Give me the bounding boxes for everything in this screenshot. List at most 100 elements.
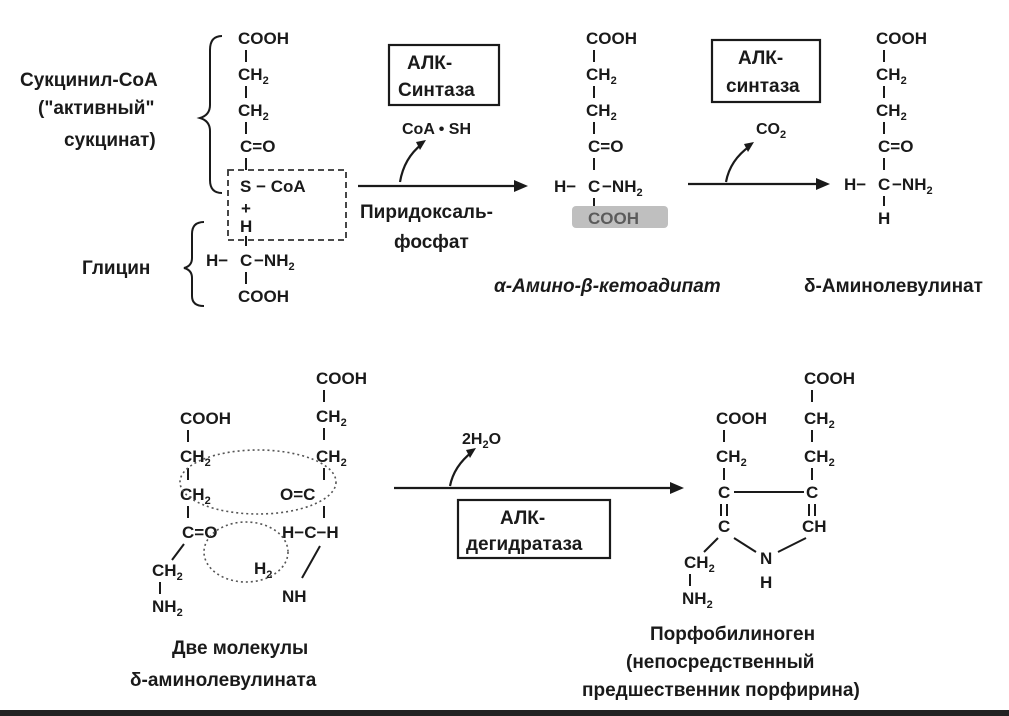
h-text: H2	[254, 559, 272, 581]
cooh-text: COOH	[804, 369, 855, 388]
ch2-text: CH2	[152, 561, 183, 583]
arrowhead	[744, 142, 754, 152]
product-name-line3: предшественник порфирина)	[582, 680, 860, 701]
hcn-text: H−	[206, 251, 228, 270]
aminolevulinate: COOH CH2 CH2 C=O H− C −NH2 H δ-Аминолеву…	[804, 29, 983, 297]
alpha-carbon: C	[240, 251, 252, 270]
enzyme-name-line1: АЛК-	[500, 508, 545, 529]
h-text: H−	[554, 177, 576, 196]
product-name-line2: (непосредственный	[626, 652, 814, 673]
intermediate-name: α-Амино-β-кетоадипат	[494, 276, 721, 297]
ch2-text: CH2	[876, 65, 907, 87]
porphobilinogen: COOH COOH CH2 CH2 CH2 C C C CH N H CH2 N…	[582, 369, 860, 701]
enzyme-box	[456, 498, 612, 560]
ring-carbon: C	[718, 517, 730, 536]
ch2-text: CH2	[316, 407, 347, 429]
s-coa-text: S − CoA	[240, 177, 306, 196]
succinyl-coa-label: Сукцинил-CoA	[20, 70, 158, 91]
ch2-text: CH2	[684, 553, 715, 575]
h-text: H−	[844, 175, 866, 194]
ring-bond	[777, 537, 807, 553]
ring-carbon: C	[718, 483, 730, 502]
product-name: δ-Аминолевулинат	[804, 276, 983, 297]
cooh-text: COOH	[716, 409, 767, 428]
two-ala-molecules: COOH CH2 CH2 C=O CH2 NH2 COOH CH2 CH2 O=…	[130, 369, 367, 691]
condensation-loop	[179, 449, 337, 515]
ch2-text: CH2	[876, 101, 907, 123]
alpha-carbon: C	[878, 175, 890, 194]
ch2-text: CH2	[716, 447, 747, 469]
hch-text: H−C−H	[282, 523, 339, 542]
glycine-group: Глицин H− C −NH2 COOH	[82, 221, 295, 307]
nh-hydrogen: H	[760, 573, 772, 592]
ch2-text: CH2	[804, 409, 835, 431]
ring-carbon: C	[806, 483, 818, 502]
cooh-text: COOH	[180, 409, 231, 428]
alpha-carbon: C	[588, 177, 600, 196]
ch2-text: CH2	[586, 101, 617, 123]
ch2-text: CH2	[238, 65, 269, 87]
blurred-region	[572, 206, 668, 228]
amino-text: −NH2	[254, 251, 295, 273]
succinyl-coa-group: Сукцинил-CoA ("активный" сукцинат) COOH …	[20, 29, 347, 246]
amino-ketoadipate: COOH CH2 CH2 C=O H− C −NH2 COOH α-Амино-…	[494, 29, 721, 297]
ch2-text: CH2	[238, 101, 269, 123]
co2-release: CO2	[756, 121, 786, 141]
nh-text: NH	[282, 587, 307, 606]
plus-sign: +	[241, 199, 251, 218]
cofactor-line1: Пиридоксаль-	[360, 202, 493, 223]
amino-text: NH2	[152, 597, 183, 619]
carbonyl-text: C=O	[588, 137, 623, 156]
release-arrow	[724, 145, 751, 183]
arrowhead	[514, 180, 528, 192]
coash-release: CoA • SH	[402, 121, 471, 138]
cooh-text: COOH	[876, 29, 927, 48]
carbonyl-text: C=O	[182, 523, 217, 542]
amino-text: −NH2	[892, 175, 933, 197]
h-text: H	[240, 217, 252, 236]
succinate-label: сукцинат)	[64, 130, 156, 151]
blurred-cooh: COOH	[588, 209, 639, 228]
reactant-name-line2: δ-аминолевулината	[130, 670, 317, 691]
ring-bond	[733, 537, 757, 553]
cooh-text: COOH	[238, 29, 289, 48]
ch-text: CH	[802, 517, 827, 536]
ch2-text: CH2	[180, 485, 211, 507]
reactant-name-line1: Две молекулы	[172, 638, 308, 659]
ch2-text: CH2	[316, 447, 347, 469]
carbonyl-text: C=O	[878, 137, 913, 156]
enzyme-alk-dehydratase: 2H2O АЛК- дегидратаза	[394, 431, 684, 560]
product-name-line1: Порфобилиноген	[650, 624, 815, 645]
enzyme-name-line2: дегидратаза	[466, 534, 583, 555]
bond-line	[301, 545, 321, 579]
carbonyl-text: O=C	[280, 485, 315, 504]
water-release: 2H2O	[462, 431, 501, 451]
amino-text: NH2	[682, 589, 713, 611]
arrowhead	[670, 482, 684, 494]
release-arrow	[448, 451, 473, 487]
release-arrow	[398, 143, 423, 183]
enzyme-name-line2: синтаза	[726, 76, 800, 97]
enzyme-alk-synthase-2: АЛК- синтаза CO2	[688, 38, 830, 190]
arrowhead	[416, 140, 426, 150]
h-text: H	[878, 209, 890, 228]
condensation-loop	[203, 521, 289, 583]
enzyme-name-line1: АЛК-	[738, 48, 783, 69]
glycine-label: Глицин	[82, 258, 150, 279]
cofactor-line2: фосфат	[394, 232, 469, 253]
cooh-text: COOH	[316, 369, 367, 388]
amino-text: −NH2	[602, 177, 643, 199]
ch2-text: CH2	[804, 447, 835, 469]
enzyme-alk-synthase-1: АЛК- Синтаза CoA • SH Пиридоксаль- фосфа…	[358, 43, 528, 253]
condensation-highlight-box	[227, 169, 347, 241]
active-succinate-label: ("активный"	[38, 98, 154, 119]
bond-line	[703, 537, 719, 553]
ch2-text: CH2	[586, 65, 617, 87]
enzyme-box	[710, 38, 822, 104]
enzyme-box	[387, 43, 501, 107]
ch2-text: CH2	[180, 447, 211, 469]
carbonyl-text: C=O	[240, 137, 275, 156]
bond-line	[171, 543, 185, 561]
